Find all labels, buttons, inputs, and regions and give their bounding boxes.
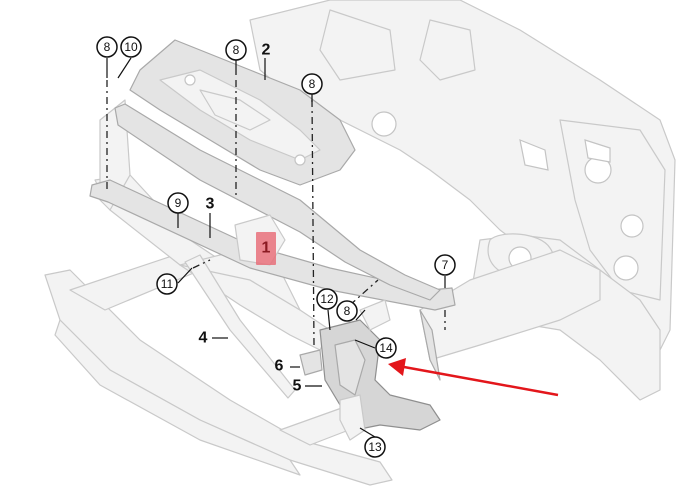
svg-text:8: 8 xyxy=(309,77,316,91)
label-4: 4 xyxy=(199,330,208,347)
svg-text:8: 8 xyxy=(233,43,240,57)
callout-12: 12 xyxy=(316,288,338,310)
svg-text:7: 7 xyxy=(442,258,449,272)
lock-carrier-assembly xyxy=(299,299,441,441)
callout-8c: 8 xyxy=(301,73,323,95)
svg-text:10: 10 xyxy=(124,40,138,54)
callout-13: 13 xyxy=(364,436,386,458)
reference-lines xyxy=(106,80,446,346)
svg-text:8: 8 xyxy=(104,40,111,54)
svg-text:13: 13 xyxy=(368,440,382,454)
upper-support-plate xyxy=(129,39,356,186)
label-2: 2 xyxy=(262,42,271,59)
callout-7: 7 xyxy=(434,254,456,276)
label-6: 6 xyxy=(275,358,284,375)
svg-text:14: 14 xyxy=(379,341,393,355)
label-3: 3 xyxy=(206,196,215,213)
svg-text:8: 8 xyxy=(344,304,351,318)
svg-text:11: 11 xyxy=(161,277,174,291)
callout-8a: 8 xyxy=(96,36,118,58)
callout-9: 9 xyxy=(167,192,189,214)
callout-8d: 8 xyxy=(336,300,358,322)
highlighted-label: 1 xyxy=(262,240,271,257)
side-member xyxy=(419,249,601,381)
red-arrow xyxy=(388,358,559,397)
svg-text:9: 9 xyxy=(175,196,182,210)
svg-text:12: 12 xyxy=(320,292,334,306)
callout-8b: 8 xyxy=(225,39,247,61)
leader-lines xyxy=(106,57,446,438)
callouts: 8 10 8 8 9 11 7 12 xyxy=(96,36,456,458)
highlighted-part-1: 1 xyxy=(256,232,276,265)
bold-labels: 2 3 4 6 5 xyxy=(199,42,302,395)
callout-14: 14 xyxy=(375,337,397,359)
callout-11: 11 xyxy=(156,273,178,295)
label-5: 5 xyxy=(293,378,302,395)
strut-brace xyxy=(184,254,296,399)
callout-10: 10 xyxy=(120,36,142,58)
